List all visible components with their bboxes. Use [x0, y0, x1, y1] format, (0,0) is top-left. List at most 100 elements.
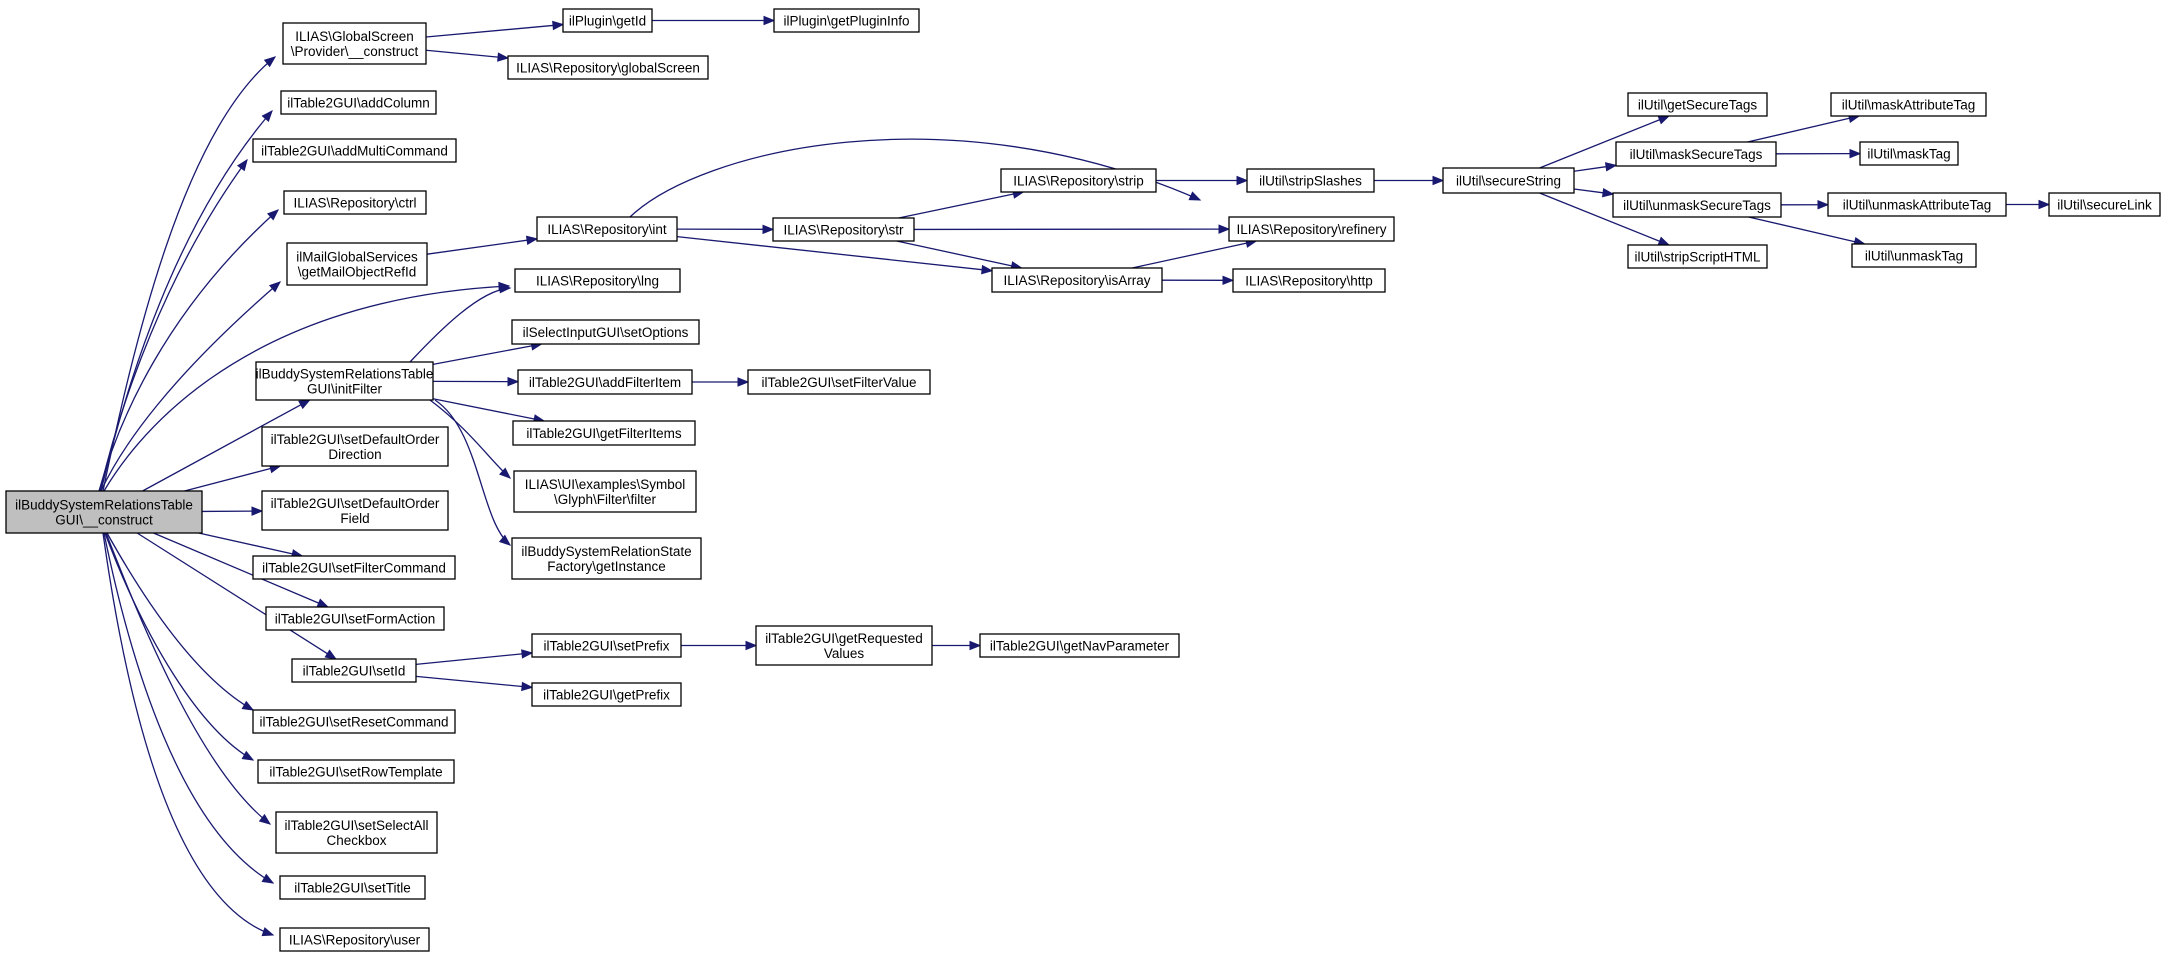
node-getfilteritems[interactable]: ilTable2GUI\getFilterItems	[512, 420, 696, 446]
node-addcolumn[interactable]: ilTable2GUI\addColumn	[280, 90, 437, 115]
node-util-unmaskattributetag[interactable]: ilUtil\unmaskAttributeTag	[1827, 192, 2007, 217]
node-addfilteritem[interactable]: ilTable2GUI\addFilterItem	[517, 369, 693, 395]
arrowhead	[498, 534, 512, 546]
node-statefactory[interactable]: ilBuddySystemRelationStateFactory\getIns…	[511, 537, 702, 580]
arrowhead	[1601, 188, 1615, 198]
node-box	[511, 319, 700, 345]
node-getnavparameter[interactable]: ilTable2GUI\getNavParameter	[979, 633, 1180, 658]
node-box	[1830, 92, 1987, 117]
node-util-securestring[interactable]: ilUtil\secureString	[1442, 167, 1575, 194]
node-gs-construct[interactable]: ILIAS\GlobalScreen\Provider\__construct	[282, 22, 427, 65]
node-layer: ilBuddySystemRelationsTableGUI\__constru…	[5, 8, 2161, 952]
edge-util_masksecuretags-to-util_masktag	[1775, 148, 1862, 159]
node-plugin-getid[interactable]: ilPlugin\getId	[562, 8, 653, 33]
node-setformaction[interactable]: ilTable2GUI\setFormAction	[265, 606, 445, 631]
arrowhead	[499, 283, 512, 294]
node-util-stripscripthtml[interactable]: ilUtil\stripScriptHTML	[1627, 244, 1768, 269]
node-box	[512, 420, 696, 446]
node-setid[interactable]: ilTable2GUI\setId	[291, 658, 417, 683]
edge-initfilter-to-getfilteritems	[432, 398, 546, 424]
node-label: Values	[824, 646, 865, 661]
node-plugin-getinfo[interactable]: ilPlugin\getPluginInfo	[773, 8, 920, 33]
node-mail-getobj[interactable]: ilMailGlobalServices\getMailObjectRefId	[286, 242, 428, 286]
node-box	[1851, 243, 1977, 268]
node-util-getsecuretags[interactable]: ilUtil\getSecureTags	[1627, 92, 1768, 117]
arrowhead	[1432, 175, 1445, 186]
node-label: ilTable2GUI\getPrefix	[543, 688, 670, 703]
node-addmulticommand[interactable]: ilTable2GUI\addMultiCommand	[252, 138, 457, 163]
arrowhead	[261, 109, 273, 123]
node-setprefix[interactable]: ilTable2GUI\setPrefix	[531, 633, 682, 658]
node-util-masktag[interactable]: ilUtil\maskTag	[1859, 141, 1959, 166]
arrowhead	[1188, 191, 1202, 201]
node-repo-lng[interactable]: ILIAS\Repository\lng	[514, 268, 681, 293]
edge-setprefix-to-getrequestedvalues	[681, 640, 758, 651]
arrowhead	[261, 873, 275, 884]
node-label: \getMailObjectRefId	[298, 265, 417, 280]
node-box	[1627, 92, 1768, 117]
node-box	[536, 216, 678, 242]
node-repo-int[interactable]: ILIAS\Repository\int	[536, 216, 678, 242]
node-label: ILIAS\Repository\lng	[536, 274, 659, 289]
node-label: ilBuddySystemRelationsTable	[256, 367, 434, 382]
node-repo-strip[interactable]: ILIAS\Repository\strip	[1000, 168, 1157, 193]
edge-line	[153, 532, 319, 604]
node-repo-ctrl[interactable]: ILIAS\Repository\ctrl	[283, 190, 427, 215]
edge-line	[409, 287, 511, 363]
edge-line	[99, 159, 248, 492]
edge-gs_construct-to-repo_globalscreen	[425, 49, 510, 62]
edge-root-to-setresetcommand	[106, 532, 255, 711]
node-setrowtemplate[interactable]: ilTable2GUI\setRowTemplate	[257, 759, 455, 784]
node-root[interactable]: ilBuddySystemRelationsTableGUI\__constru…	[5, 490, 203, 534]
node-util-securelink[interactable]: ilUtil\secureLink	[2048, 192, 2161, 217]
node-select-setoptions[interactable]: ilSelectInputGUI\setOptions	[511, 319, 700, 345]
arrowhead	[298, 399, 311, 410]
node-setfiltervalue[interactable]: ilTable2GUI\setFilterValue	[747, 369, 931, 395]
node-label: GUI\__construct	[55, 513, 153, 528]
arrowhead	[969, 640, 982, 651]
edge-line	[1747, 117, 1850, 143]
node-repo-globalscreen[interactable]: ILIAS\Repository\globalScreen	[507, 55, 709, 80]
node-box	[252, 138, 457, 163]
arrowhead	[521, 681, 534, 692]
arrowhead	[236, 158, 248, 172]
node-repo-str[interactable]: ILIAS\Repository\str	[772, 217, 915, 242]
node-repo-http[interactable]: ILIAS\Repository\http	[1232, 268, 1386, 293]
node-label: ilPlugin\getPluginInfo	[783, 14, 909, 29]
edge-root-to-repo_user	[102, 532, 275, 937]
edge-util_unmaskattributetag-to-util_securelink	[2006, 199, 2051, 210]
edge-root-to-addcolumn	[100, 109, 273, 492]
node-box	[286, 242, 428, 286]
node-repo-isarray[interactable]: ILIAS\Repository\isArray	[991, 267, 1163, 293]
node-ui-filter[interactable]: ILIAS\UI\examples\Symbol\Glyph\Filter\fi…	[513, 470, 697, 513]
node-box	[5, 490, 203, 534]
node-label: ILIAS\Repository\refinery	[1236, 222, 1386, 237]
edge-repo_isarray-to-repo_refinery	[1132, 238, 1258, 269]
node-setfiltercommand[interactable]: ilTable2GUI\setFilterCommand	[252, 555, 456, 580]
node-setresetcommand[interactable]: ilTable2GUI\setResetCommand	[252, 709, 456, 734]
node-initfilter[interactable]: ilBuddySystemRelationsTableGUI\initFilte…	[255, 361, 434, 401]
node-repo-user[interactable]: ILIAS\Repository\user	[279, 927, 430, 952]
node-label: Direction	[328, 447, 381, 462]
node-util-maskattributetag[interactable]: ilUtil\maskAttributeTag	[1830, 92, 1987, 117]
node-label: ilUtil\stripSlashes	[1259, 174, 1362, 189]
node-getprefix[interactable]: ilTable2GUI\getPrefix	[531, 682, 682, 707]
node-util-unmasksecuretags[interactable]: ilUtil\unmaskSecureTags	[1612, 192, 1782, 218]
edge-line	[425, 49, 499, 58]
node-box	[280, 90, 437, 115]
node-box	[517, 369, 693, 395]
edge-line	[426, 239, 528, 255]
edge-util_securestring-to-util_unmasksecuretags	[1573, 188, 1615, 198]
node-util-stripslashes[interactable]: ilUtil\stripSlashes	[1246, 168, 1375, 193]
node-settitle[interactable]: ilTable2GUI\setTitle	[279, 875, 426, 900]
node-label: ilUtil\unmaskSecureTags	[1623, 198, 1771, 213]
edge-line	[102, 532, 274, 936]
node-util-unmasktag[interactable]: ilUtil\unmaskTag	[1851, 243, 1977, 268]
edge-repo_str-to-repo_strip	[898, 189, 1025, 219]
node-repo-refinery[interactable]: ILIAS\Repository\refinery	[1228, 216, 1395, 242]
node-util-masksecuretags[interactable]: ilUtil\maskSecureTags	[1615, 141, 1777, 167]
